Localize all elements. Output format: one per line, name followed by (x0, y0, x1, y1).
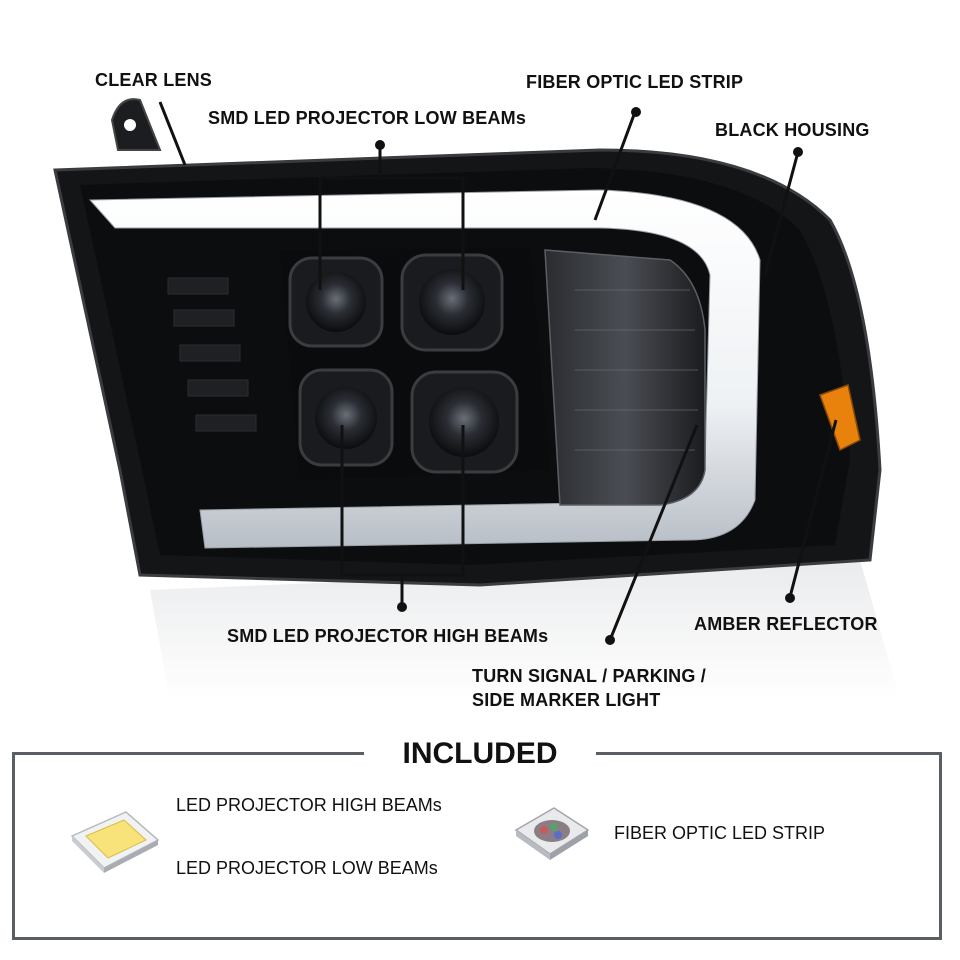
rgb-led-chip-icon (514, 807, 590, 860)
included-item-fiber-optic: FIBER OPTIC LED STRIP (614, 823, 826, 843)
callout-amber-reflector: AMBER REFLECTOR (694, 614, 878, 634)
fiber-optic-bar (88, 189, 761, 549)
callout-fiber-optic-strip: FIBER OPTIC LED STRIP (526, 72, 744, 92)
projector-low-beam-2 (400, 253, 504, 352)
headlight-illustration (53, 98, 900, 700)
turn-signal-lens (544, 249, 706, 506)
callout-clear-lens: CLEAR LENS (95, 70, 213, 90)
included-item-high-beams: LED PROJECTOR HIGH BEAMs (176, 795, 442, 815)
included-item-low-beams: LED PROJECTOR LOW BEAMs (176, 858, 438, 878)
projector-high-beam-1 (298, 368, 394, 467)
floor-reflection (150, 560, 900, 700)
callout-smd-low-beams: SMD LED PROJECTOR LOW BEAMs (208, 108, 527, 128)
included-title: INCLUDED (364, 732, 596, 776)
callout-black-housing: BLACK HOUSING (715, 120, 870, 140)
callout-lines (158, 101, 838, 641)
projector-high-beam-2 (410, 370, 519, 474)
housing-fins (167, 277, 257, 432)
mounting-tab (110, 98, 162, 151)
smd-led-chip-icon (70, 811, 160, 873)
callout-turn-signal-line1: TURN SIGNAL / PARKING / (472, 666, 706, 686)
callout-turn-signal-line2: SIDE MARKER LIGHT (472, 690, 661, 710)
projector-low-beam-1 (288, 256, 384, 348)
callout-smd-high-beams: SMD LED PROJECTOR HIGH BEAMs (227, 626, 549, 646)
